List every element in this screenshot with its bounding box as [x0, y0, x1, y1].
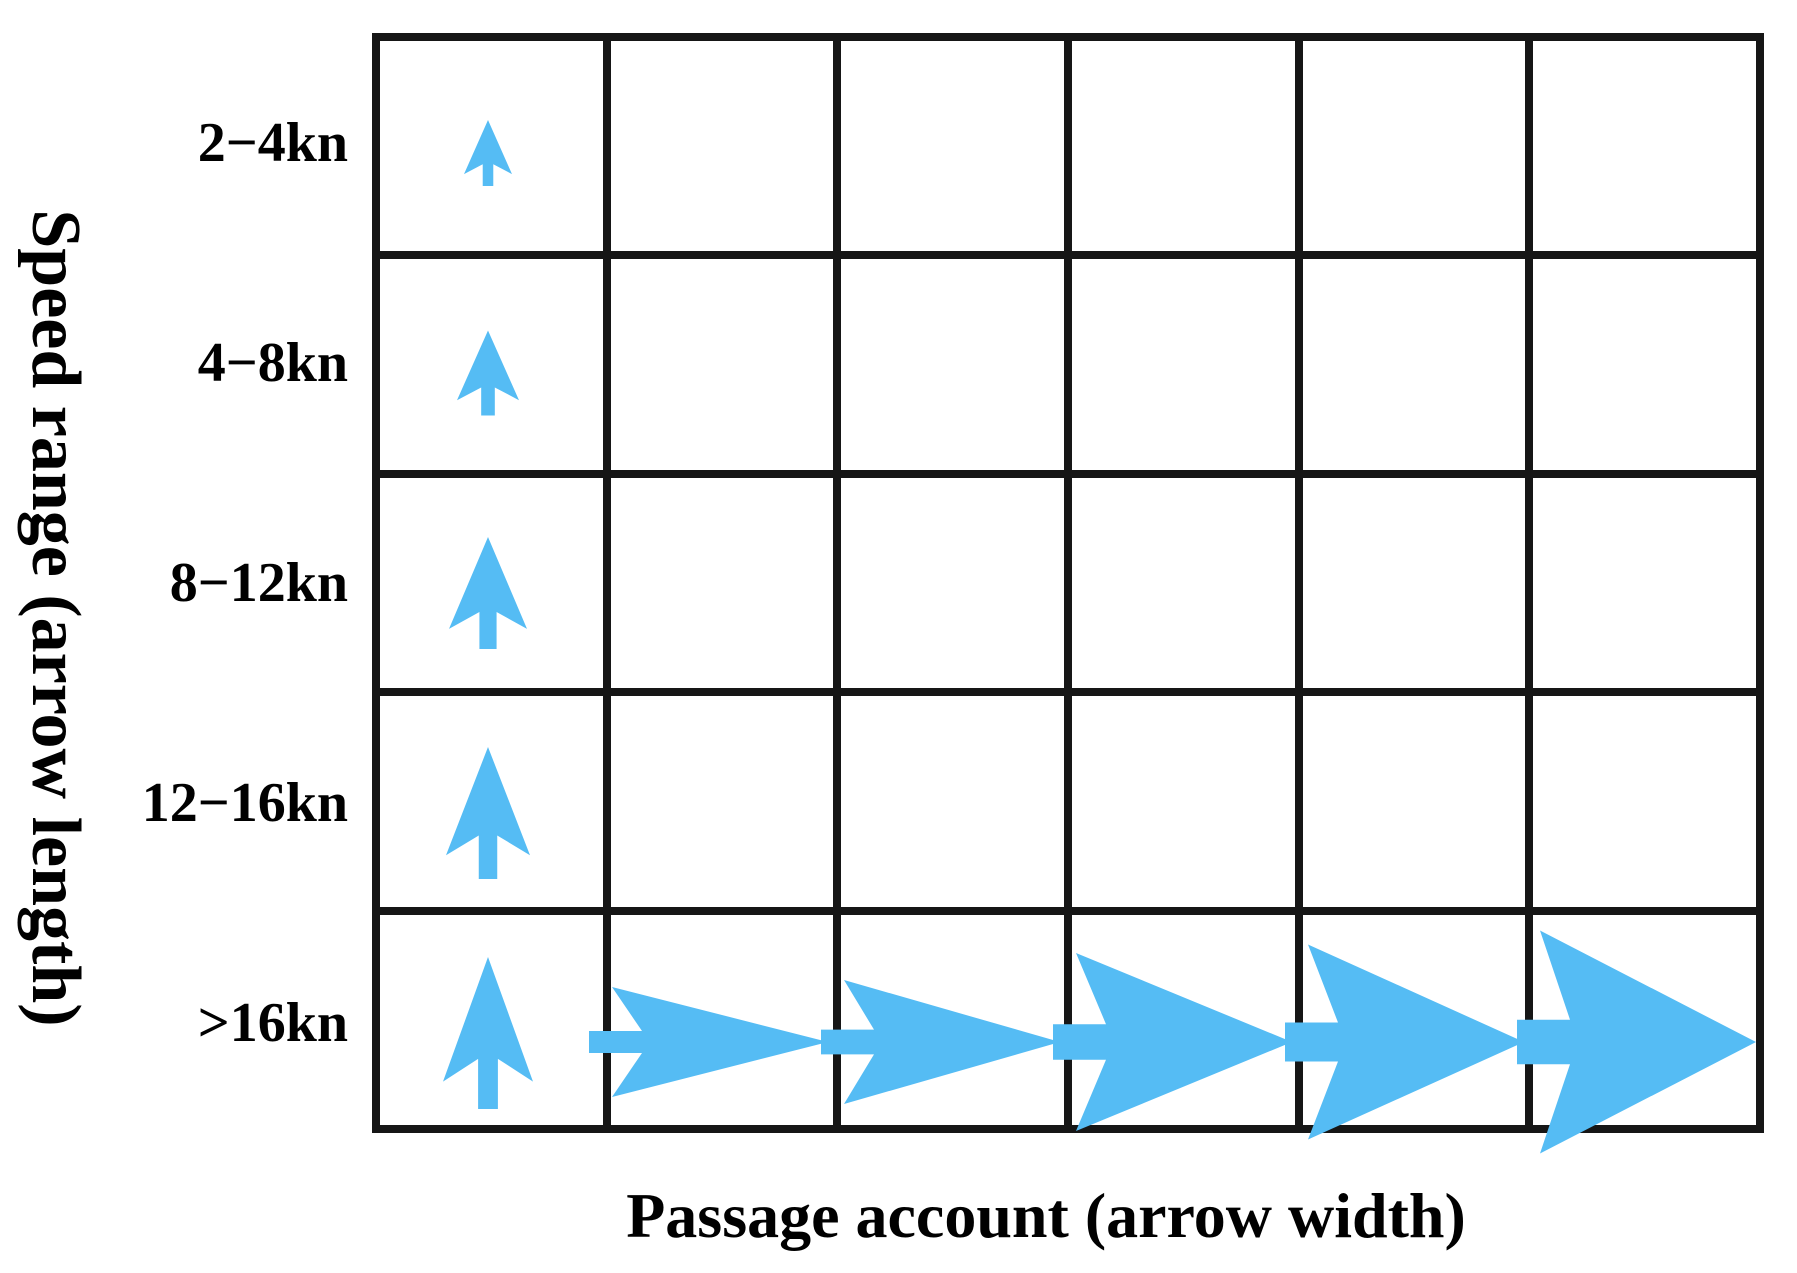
grid-cell-r3c6	[1533, 477, 1756, 689]
grid-cell-r4c5	[1302, 696, 1526, 907]
grid-cell-r5c5	[1302, 914, 1526, 1125]
grid-cell-r1c6	[1533, 41, 1756, 252]
grid-cell-r5c3	[841, 914, 1064, 1125]
grid-cell-r3c1	[380, 477, 603, 689]
grid-cell-r4c6	[1533, 696, 1756, 907]
grid-cell-r4c3	[841, 696, 1064, 907]
grid-cell-r3c3	[841, 477, 1064, 689]
grid-cell-r4c1	[380, 696, 603, 907]
x-axis-title: Passage account (arrow width)	[626, 1180, 1466, 1251]
row-label-5: >16kn	[197, 992, 348, 1054]
grid-cell-r2c2	[610, 259, 834, 470]
grid-cell-r3c4	[1072, 477, 1295, 689]
legend-grid	[372, 33, 1764, 1133]
grid-cell-r1c1	[380, 41, 603, 252]
grid-cell-r2c3	[841, 259, 1064, 470]
grid-cell-r2c6	[1533, 259, 1756, 470]
grid-cell-r5c2	[610, 914, 834, 1125]
grid-cell-r4c2	[610, 696, 834, 907]
grid-cell-r4c4	[1072, 696, 1295, 907]
grid-cell-r1c4	[1072, 41, 1295, 252]
grid-cell-r5c1	[380, 914, 603, 1125]
row-label-4: 12−16kn	[141, 772, 348, 834]
grid-cell-r3c5	[1302, 477, 1526, 689]
grid-cell-r2c4	[1072, 259, 1295, 470]
grid-cell-r2c5	[1302, 259, 1526, 470]
grid-cell-r2c1	[380, 259, 603, 470]
row-label-2: 4−8kn	[197, 332, 348, 394]
grid-cell-r5c4	[1072, 914, 1295, 1125]
row-label-3: 8−12kn	[169, 552, 348, 614]
grid-cell-r1c5	[1302, 41, 1526, 252]
row-label-1: 2−4kn	[197, 112, 348, 174]
grid-cell-r1c3	[841, 41, 1064, 252]
grid-cell-r1c2	[610, 41, 834, 252]
grid-cell-r5c6	[1533, 914, 1756, 1125]
grid-cell-r3c2	[610, 477, 834, 689]
